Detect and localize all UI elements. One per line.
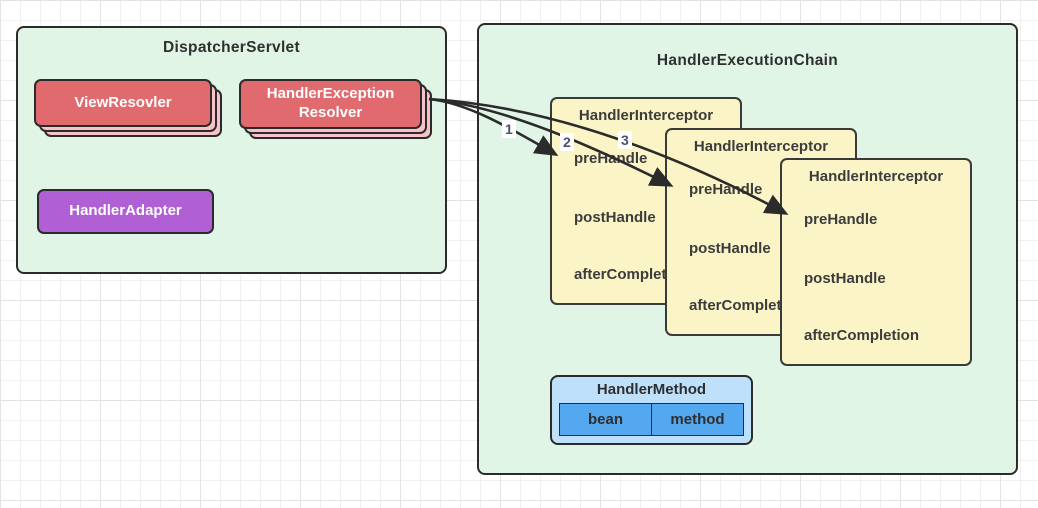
handler-interceptor-box-3: HandlerInterceptor preHandle postHandle … xyxy=(780,158,972,366)
prehandle-label: preHandle xyxy=(689,181,763,198)
interceptor-title: HandlerInterceptor xyxy=(693,138,829,155)
posthandle-label: postHandle xyxy=(804,270,886,287)
prehandle-label: preHandle xyxy=(574,150,648,167)
interceptor-title: HandlerInterceptor xyxy=(578,107,714,124)
handler-method-box: HandlerMethod bean method xyxy=(550,375,753,445)
handler-execution-chain-title: HandlerExecutionChain xyxy=(656,52,839,69)
method-cell: method xyxy=(651,404,743,435)
interceptor-title: HandlerInterceptor xyxy=(808,168,944,185)
view-resolver-box: ViewResovler xyxy=(34,79,212,127)
prehandle-label: preHandle xyxy=(804,211,878,228)
arrow-label-1: 1 xyxy=(502,120,516,138)
aftercompletion-label: afterCompletion xyxy=(689,297,805,314)
bean-cell: bean xyxy=(560,404,651,435)
dispatcher-servlet-title: DispatcherServlet xyxy=(163,39,300,56)
aftercompletion-label: afterCompletion xyxy=(804,327,920,344)
handler-method-row: bean method xyxy=(559,403,744,436)
handler-exception-resolver-stack: HandlerException Resolver xyxy=(239,79,432,139)
view-resolver-stack: ViewResovler xyxy=(34,79,222,137)
handler-exception-resolver-box: HandlerException Resolver xyxy=(239,79,422,129)
posthandle-label: postHandle xyxy=(689,240,771,257)
handler-adapter-box: HandlerAdapter xyxy=(37,189,214,234)
handler-method-title: HandlerMethod xyxy=(596,381,707,398)
arrow-label-3: 3 xyxy=(618,131,632,149)
posthandle-label: postHandle xyxy=(574,209,656,226)
dispatcher-servlet-panel: DispatcherServlet ViewResovler HandlerEx… xyxy=(16,26,447,274)
arrow-label-2: 2 xyxy=(560,133,574,151)
aftercompletion-label: afterCompletion xyxy=(574,266,690,283)
